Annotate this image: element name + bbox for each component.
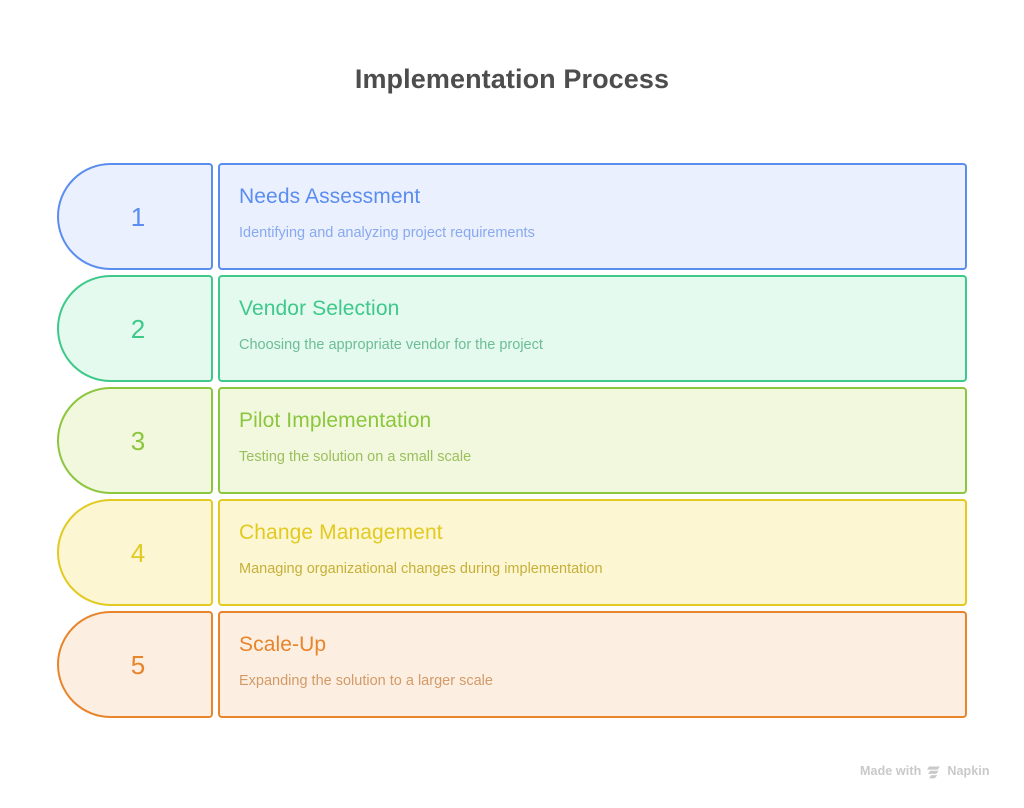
step-number-badge[interactable]: 3 — [57, 387, 213, 494]
step-heading: Pilot Implementation — [239, 409, 432, 432]
step-description: Identifying and analyzing project requir… — [239, 225, 535, 242]
process-step-row[interactable]: 1 Needs Assessment Identifying and analy… — [57, 163, 967, 270]
step-heading: Vendor Selection — [239, 297, 400, 320]
napkin-brand-label: Napkin — [947, 764, 990, 778]
step-heading: Needs Assessment — [239, 185, 421, 208]
made-with-label: Made with — [860, 764, 922, 778]
step-content-card[interactable]: Scale-Up Expanding the solution to a lar… — [218, 611, 967, 718]
step-description: Expanding the solution to a larger scale — [239, 673, 493, 690]
step-description: Testing the solution on a small scale — [239, 449, 472, 466]
step-description: Choosing the appropriate vendor for the … — [239, 337, 543, 354]
napkin-logo-icon — [927, 766, 941, 779]
step-content-card[interactable]: Needs Assessment Identifying and analyzi… — [218, 163, 967, 270]
step-number-badge[interactable]: 2 — [57, 275, 213, 382]
napkin-watermark[interactable]: Made with Napkin — [860, 764, 990, 778]
step-number-label: 4 — [130, 537, 146, 568]
step-number-label: 3 — [130, 425, 146, 456]
process-step-row[interactable]: 2 Vendor Selection Choosing the appropri… — [57, 275, 967, 382]
step-number-badge[interactable]: 5 — [57, 611, 213, 718]
step-heading: Change Management — [239, 521, 443, 544]
step-number-label: 1 — [130, 201, 146, 232]
step-content-card[interactable]: Vendor Selection Choosing the appropriat… — [218, 275, 967, 382]
step-number-badge[interactable]: 1 — [57, 163, 213, 270]
process-step-row[interactable]: 4 Change Management Managing organizatio… — [57, 499, 967, 606]
step-number-label: 2 — [130, 313, 146, 344]
process-step-row[interactable]: 3 Pilot Implementation Testing the solut… — [57, 387, 967, 494]
process-step-list: 1 Needs Assessment Identifying and analy… — [57, 163, 967, 723]
process-step-row[interactable]: 5 Scale-Up Expanding the solution to a l… — [57, 611, 967, 718]
step-number-badge[interactable]: 4 — [57, 499, 213, 606]
step-description: Managing organizational changes during i… — [239, 561, 603, 578]
step-heading: Scale-Up — [239, 633, 327, 656]
step-content-card[interactable]: Change Management Managing organizationa… — [218, 499, 967, 606]
page-title: Implementation Process — [354, 64, 670, 94]
step-content-card[interactable]: Pilot Implementation Testing the solutio… — [218, 387, 967, 494]
step-number-label: 5 — [130, 649, 146, 680]
